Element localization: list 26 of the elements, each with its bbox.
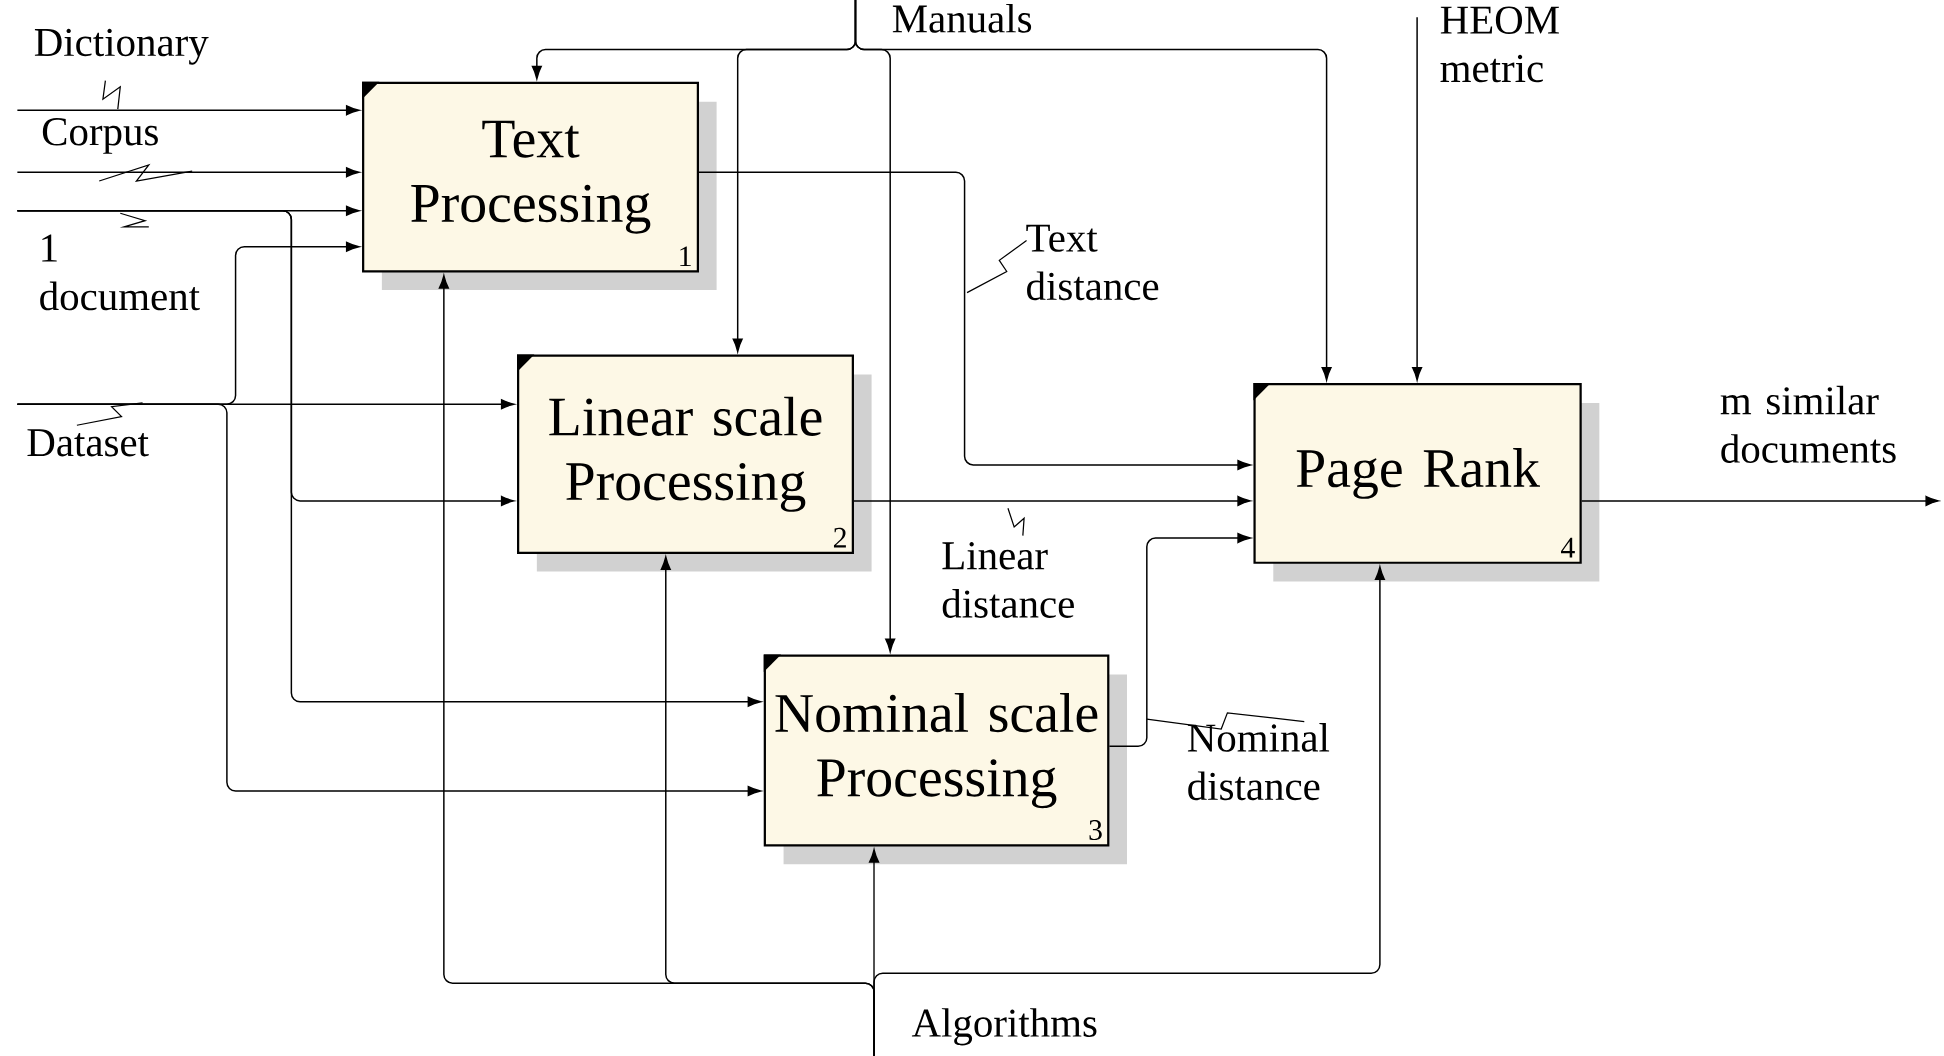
arrow xyxy=(853,495,1251,506)
edge-label: HEOM metric xyxy=(1440,6,1559,83)
arrow xyxy=(16,403,762,796)
edge-label: Nominal distance xyxy=(1146,712,1330,801)
edge-label: 1 document xyxy=(40,212,200,311)
edge-label: m similar documents xyxy=(1720,385,1896,463)
arrow xyxy=(16,167,360,178)
edge-label: Dataset xyxy=(27,402,149,457)
arrow xyxy=(854,0,1332,381)
arrow xyxy=(1108,532,1251,747)
edge-label: Manuals xyxy=(892,3,1032,33)
edge-label: Text distance xyxy=(966,224,1159,301)
box-number: 2 xyxy=(833,527,846,548)
arrow xyxy=(698,171,1251,470)
arrow xyxy=(16,105,360,116)
edge-label: Corpus xyxy=(42,117,193,182)
box-number: 1 xyxy=(680,246,691,266)
edge-label: Linear distance xyxy=(942,507,1074,618)
edge-label: Dictionary xyxy=(34,28,209,110)
box-number: 4 xyxy=(1561,537,1575,558)
arrow xyxy=(1581,495,1939,506)
box-number: 3 xyxy=(1089,819,1102,840)
arrow xyxy=(16,209,762,707)
edge-label: Algorithms xyxy=(911,1008,1097,1046)
arrow xyxy=(873,566,1385,1056)
arrow xyxy=(1412,16,1423,381)
